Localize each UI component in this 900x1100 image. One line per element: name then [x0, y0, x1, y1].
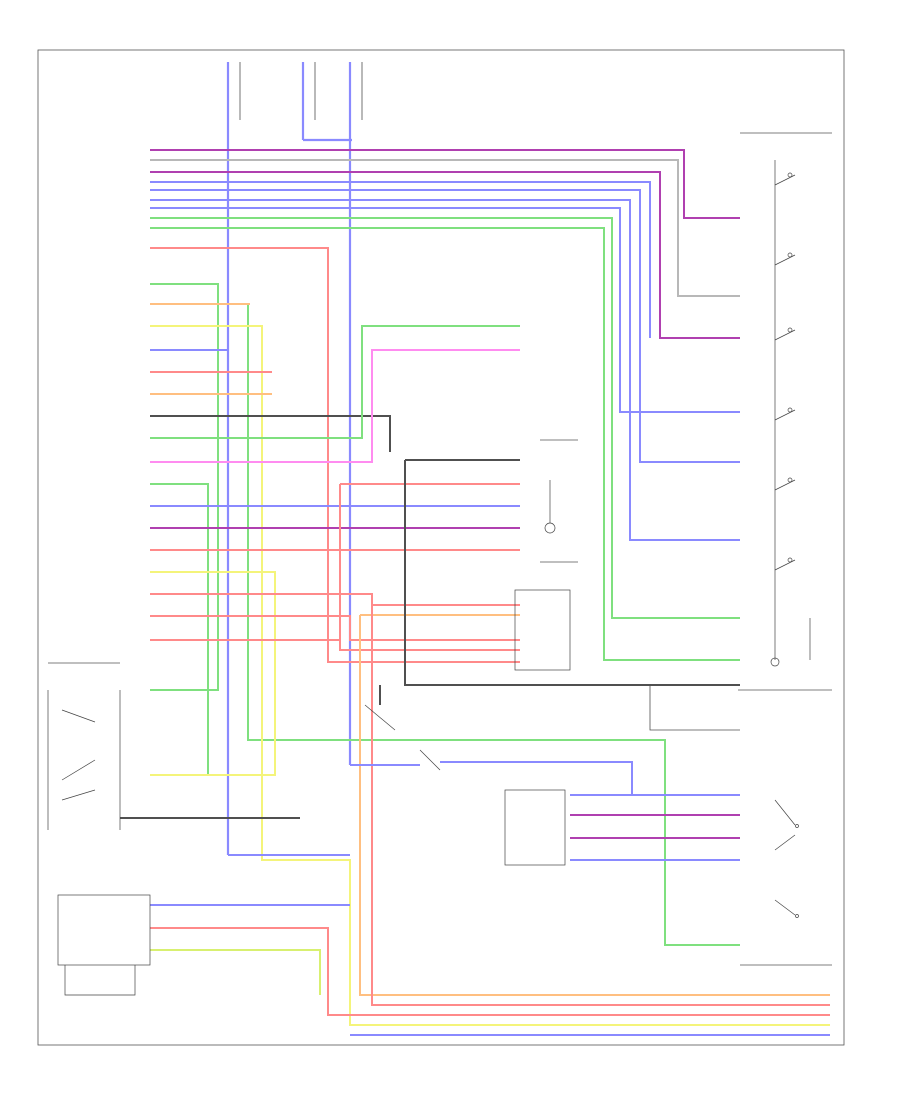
- relay-box: [514, 589, 571, 671]
- diagram-frame: [37, 49, 845, 1046]
- actuator-mount: [64, 965, 136, 996]
- door-actuators: [770, 160, 811, 918]
- component-boxes: [47, 480, 571, 996]
- switch-panel: [47, 690, 121, 830]
- lower-wires: [120, 685, 830, 1036]
- resistor-box: [504, 789, 566, 866]
- control-module: [57, 894, 151, 966]
- left-switches: [61, 704, 441, 801]
- dividers: [48, 132, 832, 966]
- power-feeds: [226, 62, 363, 855]
- harness-wires: [150, 149, 830, 1026]
